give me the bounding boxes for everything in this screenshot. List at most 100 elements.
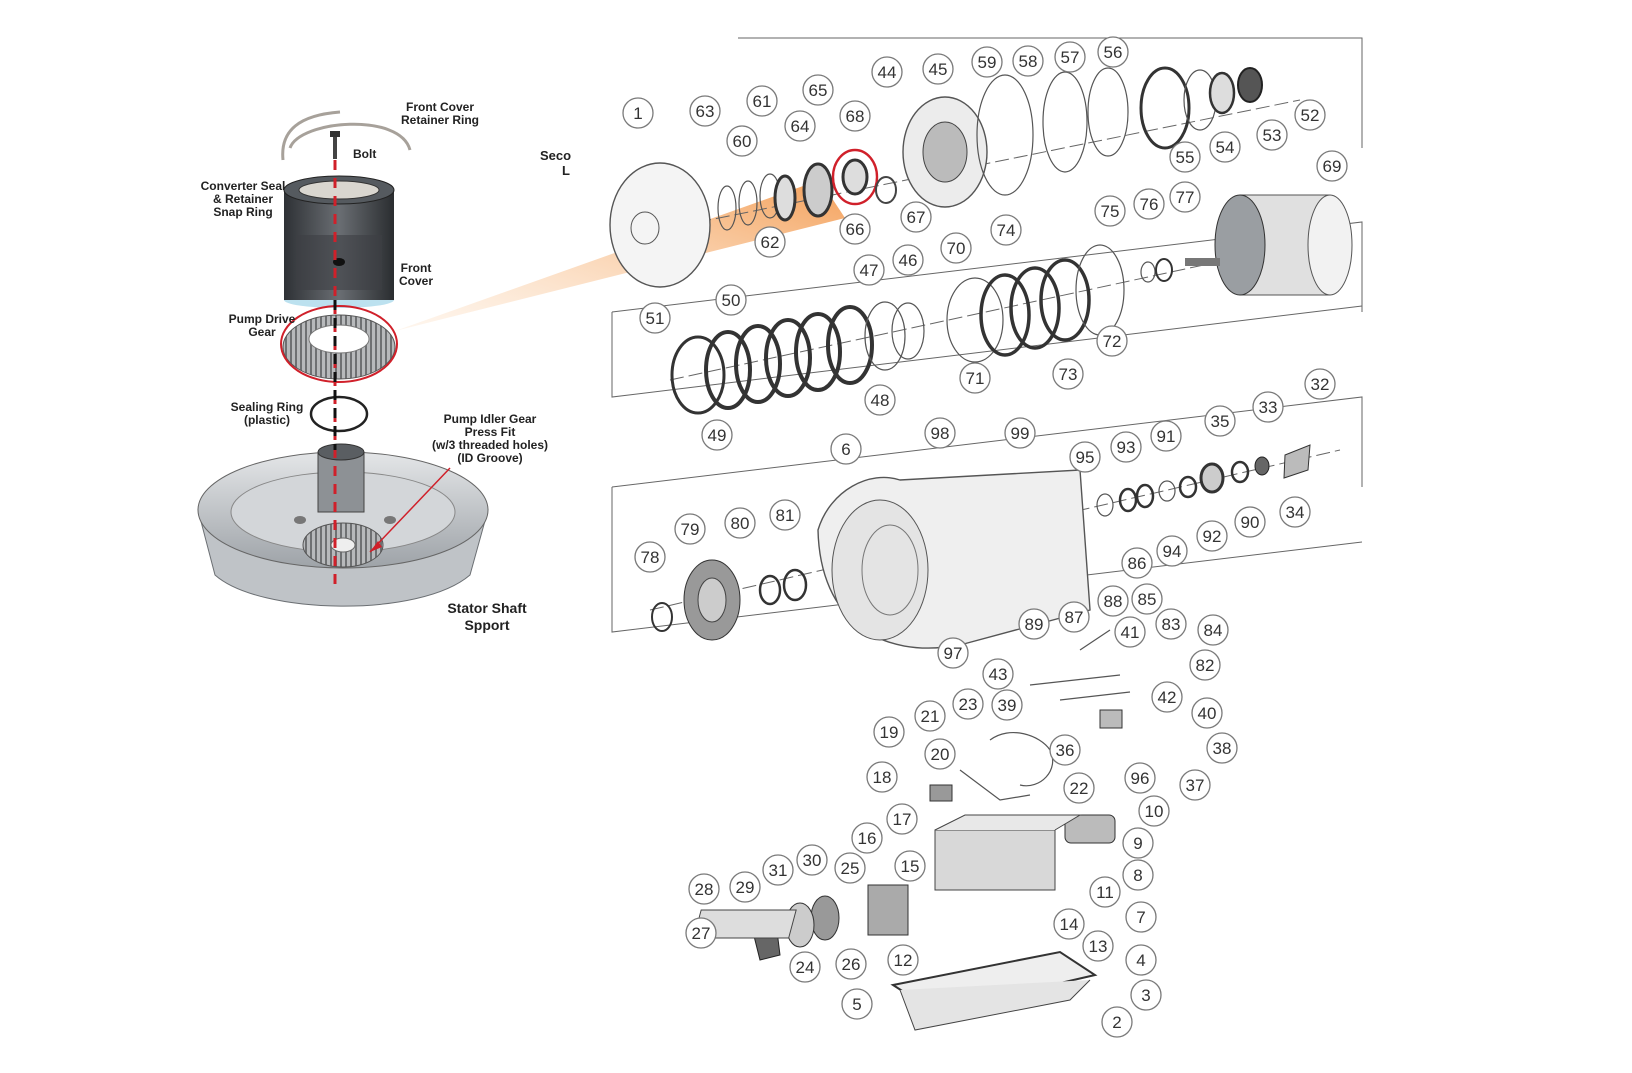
idler-gear-leader — [369, 467, 451, 553]
callout-circle — [1204, 405, 1236, 437]
callout-circle — [685, 917, 717, 949]
callout-circle — [952, 688, 984, 720]
callout-93: 93 — [1110, 431, 1142, 463]
callout-circle — [726, 125, 758, 157]
callout-circle — [1049, 734, 1081, 766]
callout-28: 28 — [688, 873, 720, 905]
callout-29: 29 — [729, 871, 761, 903]
callout-36: 36 — [1049, 734, 1081, 766]
callout-number: 84 — [1204, 621, 1223, 640]
callout-81: 81 — [769, 499, 801, 531]
callout-14: 14 — [1053, 908, 1085, 940]
callout-44: 44 — [871, 56, 903, 88]
callout-17: 17 — [886, 803, 918, 835]
callout-number: 68 — [846, 107, 865, 126]
callout-number: 12 — [894, 951, 913, 970]
callout-31: 31 — [762, 854, 794, 886]
callout-circle — [1279, 496, 1311, 528]
callout-circle — [892, 244, 924, 276]
callout-circle — [1114, 616, 1146, 648]
callout-number: 64 — [791, 117, 810, 136]
callout-number: 13 — [1089, 937, 1108, 956]
callout-number: 60 — [733, 132, 752, 151]
callout-number: 16 — [858, 829, 877, 848]
callout-76: 76 — [1133, 188, 1165, 220]
callout-39: 39 — [991, 689, 1023, 721]
callout-49: 49 — [701, 419, 733, 451]
callout-number: 1 — [633, 104, 642, 123]
callout-circle — [622, 97, 654, 129]
callout-number: 14 — [1060, 915, 1079, 934]
callout-circle — [1206, 732, 1238, 764]
callout-92: 92 — [1196, 520, 1228, 552]
callout-circle — [894, 850, 926, 882]
callout-number: 55 — [1176, 148, 1195, 167]
callout-number: 67 — [907, 208, 926, 227]
callout-65: 65 — [802, 74, 834, 106]
callout-number: 18 — [873, 768, 892, 787]
callout-number: 97 — [944, 644, 963, 663]
callout-number: 72 — [1103, 332, 1122, 351]
callout-circle — [1189, 649, 1221, 681]
callout-circle — [1058, 601, 1090, 633]
callout-50: 50 — [715, 284, 747, 316]
callout-56: 56 — [1097, 36, 1129, 68]
callout-circle — [1234, 506, 1266, 538]
callout-9: 9 — [1122, 827, 1154, 859]
callout-8: 8 — [1122, 859, 1154, 891]
callout-number: 80 — [731, 514, 750, 533]
partial-label-seco: Seco — [540, 148, 571, 163]
callout-circle — [1155, 608, 1187, 640]
callout-number: 91 — [1157, 427, 1176, 446]
callout-circle — [769, 499, 801, 531]
callout-number: 6 — [841, 440, 850, 459]
callout-circle — [922, 53, 954, 85]
callout-circle — [1121, 547, 1153, 579]
callout-circle — [1101, 1006, 1133, 1038]
callout-circle — [724, 507, 756, 539]
callout-number: 94 — [1163, 542, 1182, 561]
callout-number: 9 — [1133, 834, 1142, 853]
callout-circle — [634, 541, 666, 573]
callout-63: 63 — [689, 95, 721, 127]
callout-number: 83 — [1162, 615, 1181, 634]
callout-number: 43 — [989, 665, 1008, 684]
callout-number: 56 — [1104, 43, 1123, 62]
callout-87: 87 — [1058, 601, 1090, 633]
callout-number: 48 — [871, 391, 890, 410]
callout-number: 82 — [1196, 656, 1215, 675]
callout-circle — [1122, 859, 1154, 891]
callout-circle — [1150, 420, 1182, 452]
callout-circle — [834, 852, 866, 884]
callout-number: 36 — [1056, 741, 1075, 760]
callout-number: 5 — [852, 995, 861, 1014]
clutch-drum — [1185, 194, 1353, 296]
callout-95: 95 — [1069, 441, 1101, 473]
callout-68: 68 — [839, 100, 871, 132]
callout-number: 35 — [1211, 412, 1230, 431]
callout-circle — [839, 213, 871, 245]
callout-circle — [1053, 908, 1085, 940]
callout-number: 50 — [722, 291, 741, 310]
callout-99: 99 — [1004, 417, 1036, 449]
callout-number: 3 — [1141, 986, 1150, 1005]
callout-74: 74 — [990, 214, 1022, 246]
callout-61: 61 — [746, 85, 778, 117]
callout-circle — [688, 873, 720, 905]
callout-number: 86 — [1128, 554, 1147, 573]
callout-22: 22 — [1063, 772, 1095, 804]
callout-18: 18 — [866, 761, 898, 793]
callout-number: 15 — [901, 857, 920, 876]
callout-circle — [971, 46, 1003, 78]
callout-30: 30 — [796, 844, 828, 876]
callout-circle — [674, 513, 706, 545]
callout-1: 1 — [622, 97, 654, 129]
callout-42: 42 — [1151, 681, 1183, 713]
callout-circle — [1004, 417, 1036, 449]
callout-circle — [1256, 119, 1288, 151]
callout-circle — [1069, 441, 1101, 473]
callout-circle — [1125, 901, 1157, 933]
pump-drive-gear-highlight — [280, 305, 398, 383]
callout-circle — [689, 95, 721, 127]
